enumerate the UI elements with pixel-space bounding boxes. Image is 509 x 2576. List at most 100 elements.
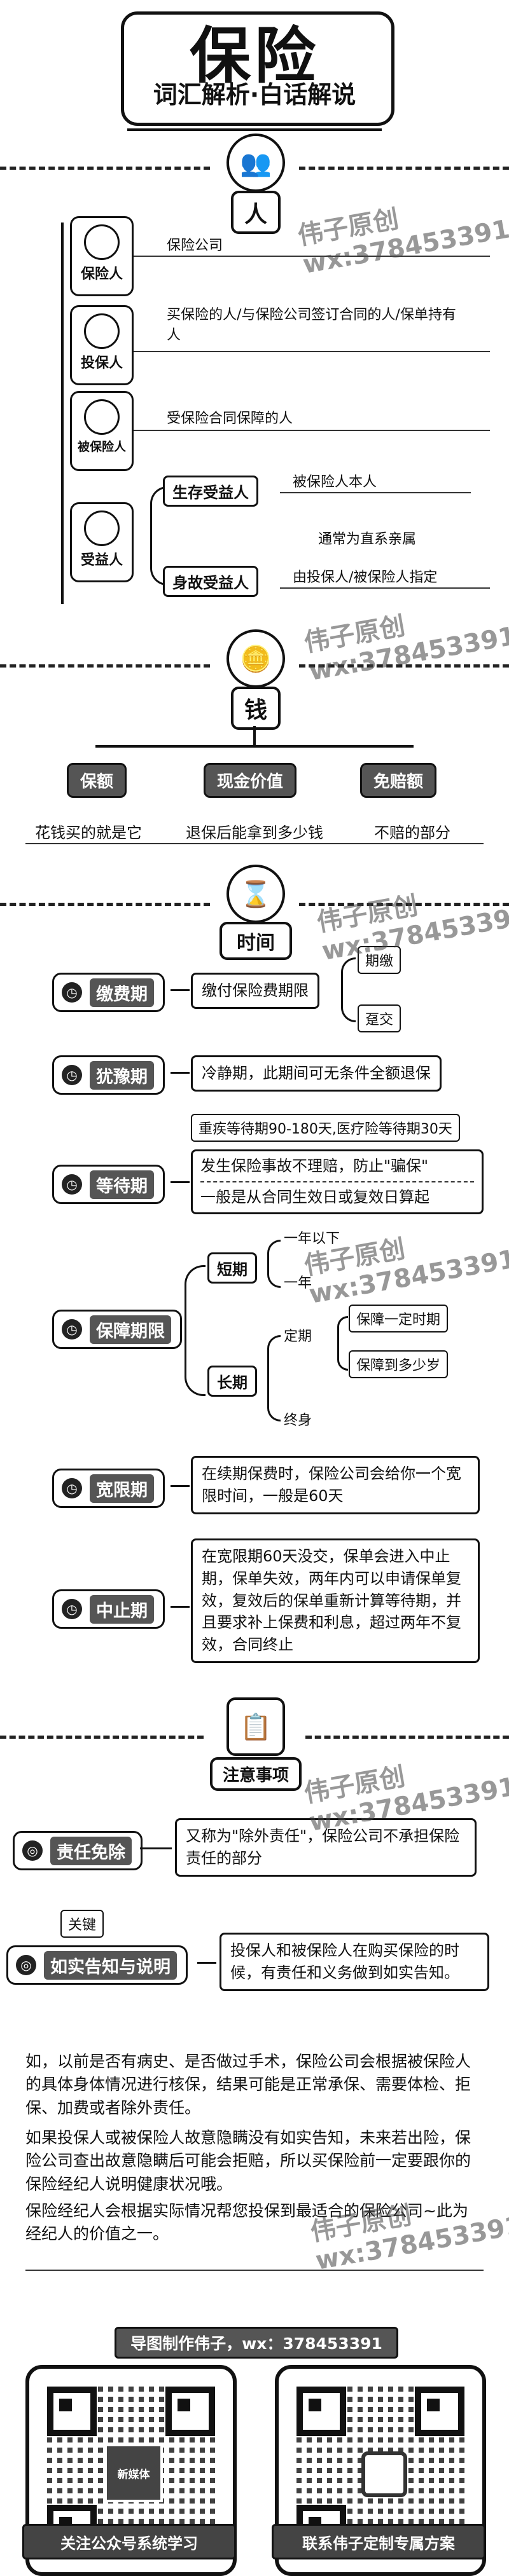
section-label-people: 人: [231, 191, 281, 234]
grace-period-pill: ◷宽限期: [52, 1469, 165, 1508]
note-paragraph: 保险经纪人会根据实际情况帮您投保到最适合的保险公司~此为经纪人的价值之一。: [25, 2202, 468, 2244]
row-underline: [134, 256, 490, 257]
term-short-label: 短期: [207, 1252, 257, 1284]
bracket: [267, 1240, 281, 1288]
bracket: [185, 1265, 206, 1396]
target-icon: ◎: [16, 1955, 36, 1975]
person-card-insured: 被保险人: [70, 391, 134, 471]
person-icon: [84, 510, 120, 546]
connector-line: [171, 1606, 190, 1608]
person-card-policyholder: 投保人: [70, 305, 134, 385]
connector-line: [171, 1072, 190, 1074]
waiting-period-mid: 发生保险事故不理赔，防止"骗保": [200, 1155, 474, 1182]
row-underline: [280, 492, 471, 493]
section-divider: [299, 167, 509, 170]
waiting-period-bottom: 一般是从合同生效日或复效日算起: [200, 1188, 429, 1206]
disclosure-pill: ◎如实告知与说明: [6, 1945, 188, 1985]
qr-finder: [296, 2387, 346, 2436]
term-short-item: 一年: [284, 1275, 312, 1291]
insurer-desc: 保险公司: [167, 238, 223, 254]
money-item-desc: 花钱买的就是它: [35, 824, 142, 842]
bracket: [337, 1316, 348, 1371]
disclosure-desc: 投保人和被保险人在购买保险的时候，有责任和义务做到如实告知。: [220, 1933, 489, 1991]
clock-icon: ◷: [62, 1065, 82, 1085]
qr-right-caption: 联系伟子定制专属方案: [272, 2524, 485, 2559]
row-underline: [25, 843, 484, 844]
person-label: 保险人: [80, 266, 123, 282]
living-beneficiary-label: 生存受益人: [163, 476, 258, 507]
connector-line: [171, 989, 190, 991]
pay-option-lumpsum: 趸交: [358, 1004, 401, 1032]
connector-line: [253, 726, 256, 745]
person-icon: [84, 399, 120, 435]
page-title: 保险: [190, 20, 319, 92]
header-frame: [121, 11, 394, 126]
clock-icon: ◷: [62, 1478, 82, 1498]
section-divider: [305, 1736, 509, 1739]
clock-icon: ◷: [62, 1599, 82, 1619]
term-short-item: 一年以下: [284, 1231, 340, 1247]
qr-center-logo: 新媒体: [104, 2444, 163, 2502]
lapse-period-desc: 在宽限期60天没交，保单会进入中止期，保单失效，两年内可以申请保单复效，复效后的…: [191, 1538, 480, 1663]
exemption-pill: ◎责任免除: [13, 1831, 143, 1870]
person-label: 受益人: [80, 552, 123, 568]
section-divider: [0, 1736, 204, 1739]
pay-period-desc: 缴付保险费期限: [191, 973, 319, 1009]
person-icon: [84, 224, 120, 260]
clock-icon: ◷: [62, 982, 82, 1003]
connector-line: [140, 1847, 172, 1849]
living-beneficiary-desc: 被保险人本人: [293, 474, 377, 490]
coins-icon: 🪙: [227, 629, 285, 688]
term-long-fixed: 定期: [284, 1329, 312, 1345]
section-divider: [299, 664, 509, 668]
death-beneficiary-note: 通常为直系亲属: [318, 531, 417, 547]
people-group-icon: 👥: [227, 134, 285, 192]
insured-desc: 受保险合同保障的人: [167, 411, 293, 427]
bracket: [341, 957, 356, 1022]
person-card-insurer: 保险人: [70, 216, 134, 296]
target-icon: ◎: [22, 1840, 43, 1861]
section-divider: [299, 903, 509, 906]
policyholder-desc: 买保险的人/与保险公司签订合同的人/保单持有人: [167, 307, 456, 343]
note-paragraph: 如果投保人或被保险人故意隐瞒没有如实告知，未来若出险，保险公司查出故意隐瞒后可能…: [25, 2128, 471, 2193]
person-card-beneficiary: 受益人: [70, 502, 134, 582]
qr-finder: [47, 2387, 97, 2436]
row-underline: [134, 351, 490, 352]
title-underline: [127, 128, 382, 131]
section-label-money: 钱: [231, 687, 281, 730]
money-item-card: 现金价值: [204, 763, 297, 798]
hourglass-icon: ⌛: [227, 865, 285, 923]
note-paragraph: 如，以前是否有病史、是否做过手术，保险公司会根据被保险人的具体身体情况进行核保，…: [25, 2052, 471, 2117]
qr-finder: [165, 2387, 215, 2436]
row-underline: [25, 2270, 484, 2271]
exemption-desc: 又称为"除外责任"，保险公司不承担保险责任的部分: [175, 1818, 477, 1877]
qr-finder: [415, 2387, 464, 2436]
row-underline: [134, 430, 490, 431]
money-item-card: 免赔额: [360, 763, 437, 798]
death-beneficiary-desc: 由投保人/被保险人指定: [293, 570, 438, 586]
waiting-period-box: 发生保险事故不理赔，防止"骗保" 一般是从合同生效日或复效日算起: [191, 1149, 484, 1214]
pay-option-periodic: 期缴: [358, 946, 401, 974]
connector-line: [95, 745, 414, 748]
section-divider: [0, 167, 210, 170]
qr-center-logo: [361, 2451, 407, 2497]
connector-line: [61, 223, 64, 604]
grace-period-desc: 在续期保费时，保险公司会给你一个宽限时间，一般是60天: [191, 1456, 480, 1514]
connector-line: [171, 1181, 190, 1183]
key-tag: 关键: [60, 1910, 104, 1938]
term-fixed-item: 保障一定时期: [349, 1305, 449, 1333]
person-icon: [84, 313, 120, 349]
clock-icon: ◷: [62, 1174, 82, 1195]
credit-bar: 导图制作伟子，wx：378453391: [115, 2327, 398, 2359]
coverage-term-pill: ◷保障期限: [52, 1310, 182, 1349]
death-beneficiary-label: 身故受益人: [163, 566, 258, 597]
pay-period-pill: ◷缴费期: [52, 973, 165, 1012]
term-long-life: 终身: [284, 1413, 312, 1428]
notice-phone-icon: 📋: [227, 1697, 285, 1756]
cooling-period-desc: 冷静期，此期间可无条件全额退保: [191, 1055, 442, 1092]
section-label-notice: 注意事项: [210, 1757, 302, 1791]
person-label: 投保人: [80, 355, 123, 371]
person-label: 被保险人: [77, 440, 126, 454]
